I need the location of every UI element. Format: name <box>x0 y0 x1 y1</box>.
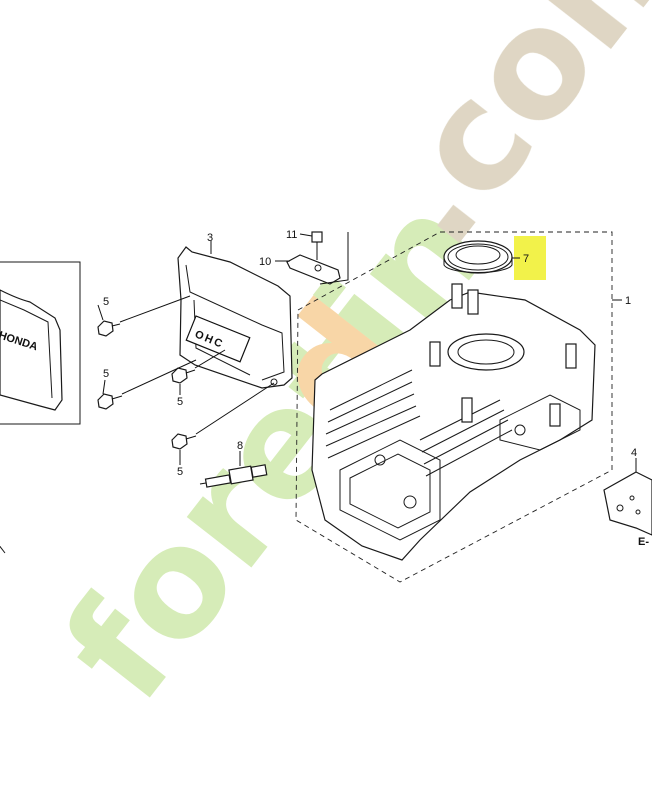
breather-plate <box>286 254 341 285</box>
bolt-5b <box>97 393 123 410</box>
oil-seal <box>443 240 513 274</box>
callout-10: 10 <box>259 256 271 268</box>
ohc-emblem: OHC <box>185 315 251 363</box>
callout-5c: 5 <box>177 396 183 408</box>
bolt-5d <box>171 433 197 450</box>
callout-5d: 5 <box>177 466 183 478</box>
callout-5a: 5 <box>103 296 109 308</box>
bolt-5c <box>171 367 196 384</box>
gasket-plate-4 <box>603 458 652 536</box>
bolt-5a <box>97 320 121 337</box>
head-cover: OHC <box>177 246 293 389</box>
callout-3: 3 <box>207 232 213 244</box>
spark-plug <box>199 464 268 488</box>
callout-11: 11 <box>286 229 297 241</box>
left-cover-panel: HONDA <box>0 261 81 554</box>
callout-1: 1 <box>625 295 631 307</box>
callout-8: 8 <box>237 440 243 452</box>
callout-7: 7 <box>523 253 529 265</box>
callout-4: 4 <box>631 447 637 459</box>
cylinder-block <box>295 231 613 583</box>
callout-5b: 5 <box>103 368 109 380</box>
callout-e-ref: E- <box>638 536 649 548</box>
bolt-11 <box>311 231 323 260</box>
